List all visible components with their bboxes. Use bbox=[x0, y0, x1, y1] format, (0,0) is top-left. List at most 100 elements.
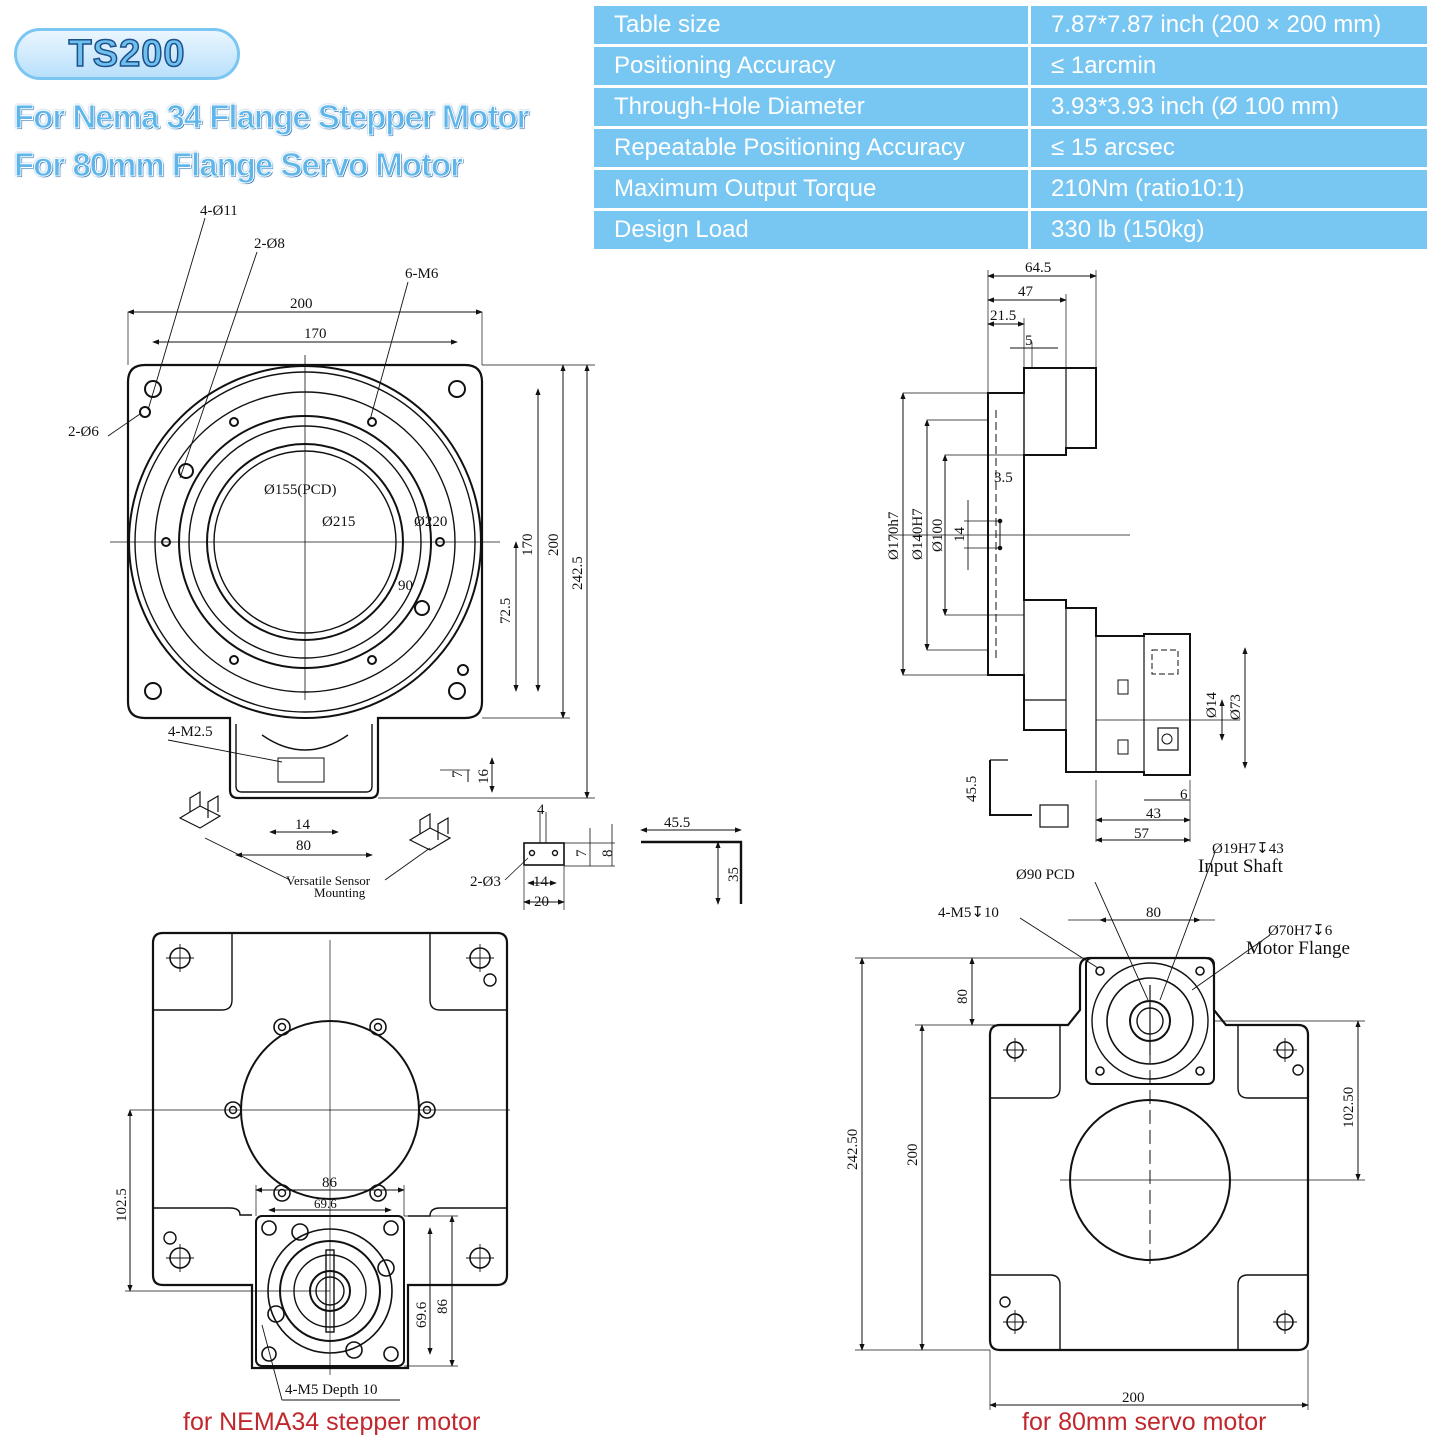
sensor-tab-inner bbox=[235, 724, 373, 793]
dim-label: Ø90 PCD bbox=[1016, 867, 1075, 883]
bracket-profile bbox=[641, 840, 743, 904]
bracket-plate bbox=[523, 842, 565, 866]
dim-label: Ø100 bbox=[930, 519, 946, 552]
dim-label: 86 bbox=[435, 1299, 451, 1315]
side-housing-outline bbox=[987, 367, 1191, 776]
spec-row: Positioning Accuracy≤ 1arcmin bbox=[594, 45, 1427, 88]
dim-label: 3.5 bbox=[994, 470, 1013, 486]
dim-label: 14 bbox=[533, 874, 549, 890]
dim-label: 43 bbox=[1146, 806, 1161, 822]
dim-label: 200 bbox=[1122, 1390, 1145, 1406]
m6-hole bbox=[435, 537, 445, 547]
dim-label: Ø155(PCD) bbox=[264, 482, 337, 498]
top-view-drawing bbox=[107, 217, 595, 881]
dim-label: 21.5 bbox=[990, 308, 1016, 324]
caption-servo: for 80mm servo motor bbox=[1022, 1408, 1267, 1436]
side-view-drawing bbox=[890, 270, 1248, 843]
dim-label: Ø19H7↧43 bbox=[1212, 841, 1284, 857]
spec-value: 210Nm (ratio10:1) bbox=[1029, 168, 1427, 211]
dim-label: 16 bbox=[476, 769, 492, 785]
m6-hole bbox=[367, 655, 377, 665]
sensor-notch bbox=[261, 734, 349, 751]
dim-label: 86 bbox=[322, 1175, 338, 1191]
pin-hole bbox=[139, 406, 151, 418]
dim-label: 170 bbox=[304, 326, 327, 342]
stepper-view-drawing bbox=[125, 931, 510, 1401]
dim-label: 7 bbox=[450, 770, 466, 778]
dowel-hole bbox=[414, 600, 430, 616]
stepper-base-outline bbox=[151, 931, 509, 1370]
dim-label: Ø14 bbox=[1204, 692, 1220, 718]
dim-label: 170 bbox=[520, 534, 536, 557]
dim-label: Versatile Sensor bbox=[286, 873, 371, 888]
dim-label: 102.5 bbox=[114, 1188, 130, 1222]
dim-label: 45.5 bbox=[664, 815, 690, 831]
dim-label: 102.50 bbox=[1341, 1087, 1357, 1128]
dim-label: Ø140H7 bbox=[910, 508, 926, 560]
dim-label: 14 bbox=[295, 817, 311, 833]
dim-label: 2-Ø8 bbox=[254, 236, 285, 252]
dim-label: 35 bbox=[726, 867, 742, 882]
dim-label: 200 bbox=[905, 1144, 921, 1167]
spec-label: Maximum Output Torque bbox=[594, 168, 1031, 211]
dim-label: 8 bbox=[600, 850, 616, 858]
dim-label: 64.5 bbox=[1025, 260, 1051, 276]
mount-hole bbox=[144, 380, 162, 398]
dim-label: Ø170h7 bbox=[886, 511, 902, 560]
dim-label: 4-M5 Depth 10 bbox=[285, 1382, 378, 1398]
subtitle-servo: For 80mm Flange Servo Motor bbox=[14, 146, 464, 184]
spec-label: Table size bbox=[594, 6, 1031, 47]
dim-label: 20 bbox=[534, 894, 549, 910]
mount-hole bbox=[144, 682, 162, 700]
spec-value: 3.93*3.93 inch (Ø 100 mm) bbox=[1029, 86, 1427, 129]
dim-label: 242.50 bbox=[845, 1129, 861, 1170]
mount-hole bbox=[448, 682, 466, 700]
dim-label: 2-Ø6 bbox=[68, 424, 99, 440]
spec-value: ≤ 1arcmin bbox=[1029, 45, 1427, 88]
spec-value: ≤ 15 arcsec bbox=[1029, 127, 1427, 170]
bracket-detail-drawing bbox=[504, 812, 743, 910]
dim-label: 72.5 bbox=[498, 598, 514, 624]
dim-label: 200 bbox=[290, 296, 313, 312]
dim-label: Motor Flange bbox=[1246, 938, 1350, 959]
dim-label: 14 bbox=[952, 527, 968, 543]
dim-label: 200 bbox=[546, 534, 562, 557]
spec-row: Repeatable Positioning Accuracy≤ 15 arcs… bbox=[594, 127, 1427, 170]
dowel-hole bbox=[178, 463, 194, 479]
m6-hole bbox=[229, 417, 239, 427]
spec-label: Repeatable Positioning Accuracy bbox=[594, 127, 1031, 170]
model-badge: TS200 bbox=[14, 28, 240, 80]
dim-label: 5 bbox=[1025, 333, 1033, 349]
servo-base-outline bbox=[988, 956, 1310, 1352]
dim-label: 57 bbox=[1134, 826, 1150, 842]
dim-label: 90 bbox=[398, 578, 413, 594]
m6-hole bbox=[229, 655, 239, 665]
dim-label: 2-Ø3 bbox=[470, 874, 501, 890]
dim-label: Input Shaft bbox=[1198, 856, 1284, 877]
sensor-holes bbox=[277, 757, 325, 783]
dim-label: 4-M5↧10 bbox=[938, 905, 999, 921]
dim-label: Ø70H7↧6 bbox=[1268, 923, 1333, 939]
dim-label: 80 bbox=[955, 989, 971, 1004]
m6-hole bbox=[367, 417, 377, 427]
spec-label: Design Load bbox=[594, 209, 1031, 252]
subtitle-nema34: For Nema 34 Flange Stepper Motor bbox=[13, 98, 529, 136]
dim-label: 45.5 bbox=[964, 776, 980, 802]
spec-label: Positioning Accuracy bbox=[594, 45, 1031, 88]
m6-hole bbox=[161, 537, 171, 547]
spec-label: Through-Hole Diameter bbox=[594, 86, 1031, 129]
dim-label: 7 bbox=[574, 849, 590, 857]
spec-value: 330 lb (150kg) bbox=[1029, 209, 1427, 252]
spec-value: 7.87*7.87 inch (200 × 200 mm) bbox=[1029, 6, 1427, 47]
mount-hole bbox=[448, 380, 466, 398]
caption-stepper: for NEMA34 stepper motor bbox=[183, 1408, 481, 1436]
dim-label: 80 bbox=[1146, 905, 1161, 921]
dim-label: 69.6 bbox=[414, 1301, 430, 1328]
dim-label: Ø220 bbox=[414, 514, 447, 530]
